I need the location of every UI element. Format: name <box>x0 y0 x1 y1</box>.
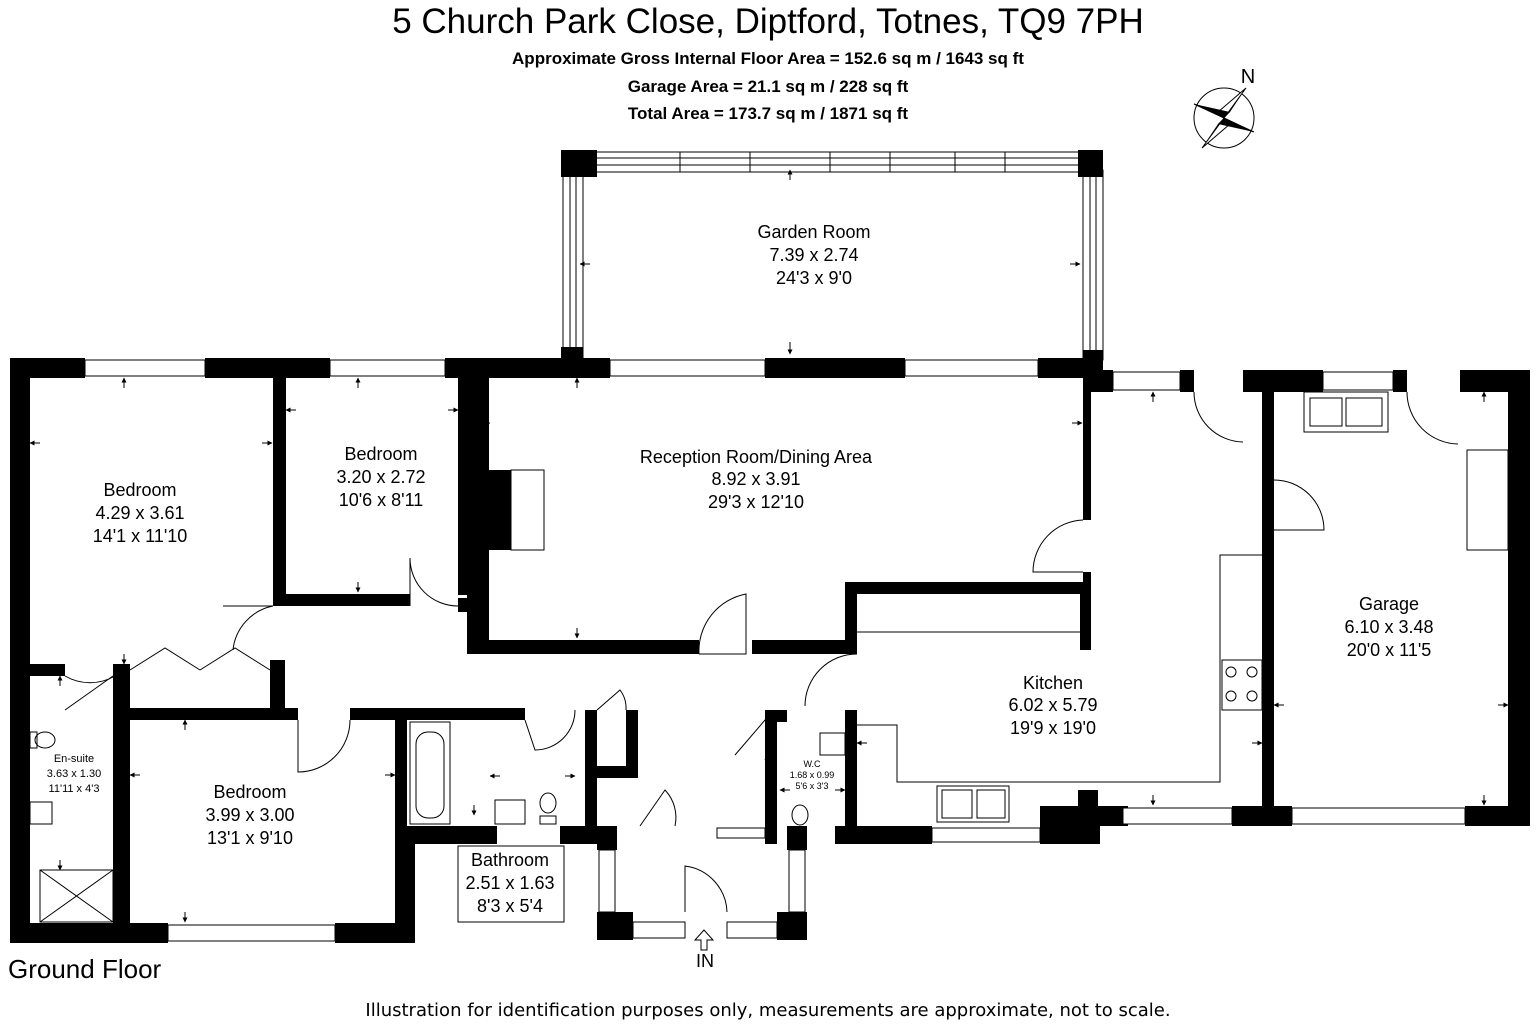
svg-text:24'3 x 9'0: 24'3 x 9'0 <box>776 268 852 288</box>
svg-text:10'6 x 8'11: 10'6 x 8'11 <box>339 490 424 510</box>
svg-text:Bedroom: Bedroom <box>344 444 417 464</box>
svg-text:3.20 x 2.72: 3.20 x 2.72 <box>336 467 425 487</box>
svg-text:7.39 x 2.74: 7.39 x 2.74 <box>769 245 858 265</box>
svg-text:29'3 x 12'10: 29'3 x 12'10 <box>708 492 804 512</box>
floor-plan: N <box>10 66 1530 971</box>
room-label-reception: Reception Room/Dining Area 8.92 x 3.91 2… <box>640 447 873 512</box>
svg-text:Garage: Garage <box>1359 594 1419 614</box>
svg-text:6.02 x 5.79: 6.02 x 5.79 <box>1008 695 1097 715</box>
room-label-garage: Garage 6.10 x 3.48 20'0 x 11'5 <box>1344 594 1433 660</box>
garden-room <box>562 151 1104 361</box>
room-label-ensuite: En-suite 3.63 x 1.30 11'11 x 4'3 <box>47 753 101 795</box>
total-area-text: Total Area = 173.7 sq m / 1871 sq ft <box>627 104 909 123</box>
room-label-garden-room: Garden Room 7.39 x 2.74 24'3 x 9'0 <box>757 222 870 288</box>
svg-text:11'11 x 4'3: 11'11 x 4'3 <box>49 783 100 795</box>
internal-area-text: Approximate Gross Internal Floor Area = … <box>512 49 1024 68</box>
svg-text:Garden Room: Garden Room <box>757 222 870 242</box>
svg-text:En-suite: En-suite <box>54 753 94 765</box>
svg-text:2.51 x 1.63: 2.51 x 1.63 <box>465 873 554 893</box>
entrance-arrow-icon <box>693 929 715 951</box>
svg-text:8'3 x 5'4: 8'3 x 5'4 <box>477 896 543 916</box>
svg-text:4.29 x 3.61: 4.29 x 3.61 <box>95 503 184 523</box>
floor-label: Ground Floor <box>8 954 162 984</box>
svg-text:14'1 x 11'10: 14'1 x 11'10 <box>93 526 188 546</box>
svg-text:19'9 x 19'0: 19'9 x 19'0 <box>1010 718 1096 738</box>
fixtures <box>29 391 1509 923</box>
svg-text:W.C: W.C <box>804 759 821 769</box>
svg-text:5'6 x 3'3: 5'6 x 3'3 <box>796 781 829 791</box>
svg-text:Reception Room/Dining Area: Reception Room/Dining Area <box>640 447 873 467</box>
room-label-bedroom-1: Bedroom 4.29 x 3.61 14'1 x 11'10 <box>93 480 188 546</box>
room-label-bedroom-2: Bedroom 3.20 x 2.72 10'6 x 8'11 <box>336 444 425 510</box>
svg-text:Bedroom: Bedroom <box>213 782 286 802</box>
svg-text:13'1 x 9'10: 13'1 x 9'10 <box>207 828 293 848</box>
svg-text:20'0 x 11'5: 20'0 x 11'5 <box>1347 640 1432 660</box>
svg-text:Bathroom: Bathroom <box>471 850 549 870</box>
entrance-label: IN <box>696 951 714 971</box>
svg-text:3.63 x 1.30: 3.63 x 1.30 <box>47 768 101 780</box>
svg-text:6.10 x 3.48: 6.10 x 3.48 <box>1344 617 1433 637</box>
garage-area-text: Garage Area = 21.1 sq m / 228 sq ft <box>627 77 909 96</box>
interior-walls <box>30 375 857 943</box>
windows <box>84 359 1466 942</box>
svg-text:Kitchen: Kitchen <box>1023 673 1083 693</box>
dimension-arrows <box>29 169 1509 923</box>
compass-rose-icon: N <box>1193 66 1255 149</box>
page-title: 5 Church Park Close, Diptford, Totnes, T… <box>392 2 1144 41</box>
room-label-bathroom: Bathroom 2.51 x 1.63 8'3 x 5'4 <box>457 845 565 923</box>
north-label: N <box>1241 66 1255 88</box>
svg-text:Bedroom: Bedroom <box>103 480 176 500</box>
door-swings <box>64 391 1459 913</box>
exterior-walls <box>10 358 1530 943</box>
svg-text:1.68 x 0.99: 1.68 x 0.99 <box>790 770 835 780</box>
room-label-wc: W.C 1.68 x 0.99 5'6 x 3'3 <box>790 759 835 791</box>
svg-text:8.92 x 3.91: 8.92 x 3.91 <box>711 469 800 489</box>
garden-room-corner-walls <box>561 150 1103 370</box>
svg-text:3.99 x 3.00: 3.99 x 3.00 <box>205 805 294 825</box>
room-label-kitchen: Kitchen 6.02 x 5.79 19'9 x 19'0 <box>1008 673 1097 738</box>
disclaimer-text: Illustration for identification purposes… <box>365 1000 1171 1021</box>
room-label-bedroom-3: Bedroom 3.99 x 3.00 13'1 x 9'10 <box>205 782 294 848</box>
